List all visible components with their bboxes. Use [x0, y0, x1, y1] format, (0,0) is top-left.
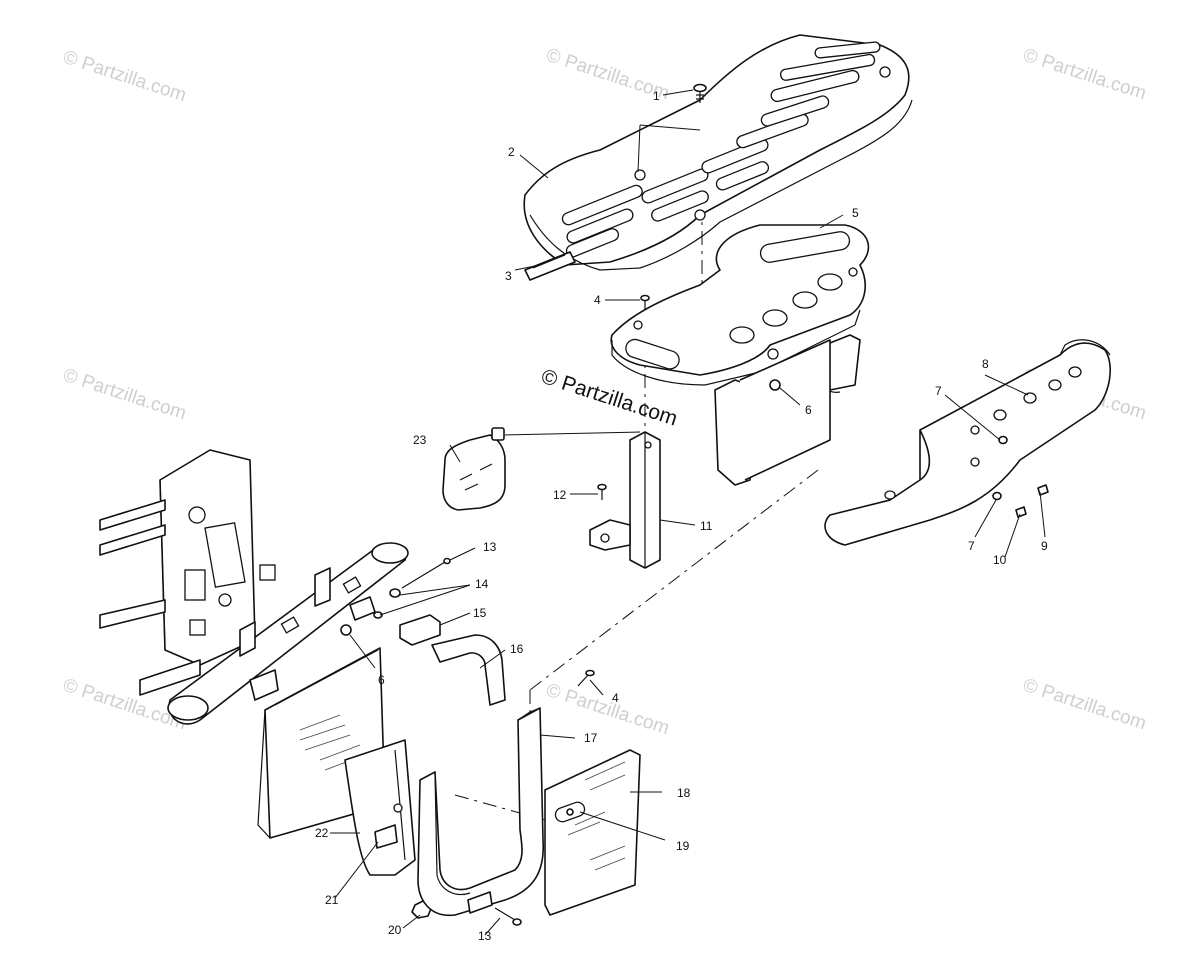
callout-label: 5 — [852, 206, 859, 220]
side-panel — [344, 739, 416, 876]
callout-label: 19 — [676, 839, 690, 853]
screw-1 — [693, 83, 707, 103]
nut-6 — [769, 379, 781, 391]
callout-label: 8 — [982, 357, 989, 371]
callout-label: 13 — [478, 929, 492, 943]
callout-label: 9 — [1041, 539, 1048, 553]
callout-label: 2 — [508, 145, 515, 159]
watermark: © Partzilla.com — [1020, 45, 1148, 105]
callout-label: 4 — [612, 691, 619, 705]
callouts: 1 2 3 4 5 4 6 8 7 23 12 11 9 7 10 13 14 … — [315, 89, 1048, 943]
bolt-13-upper — [401, 557, 451, 589]
latch — [374, 824, 398, 849]
callout-label: 21 — [325, 893, 339, 907]
callout-label: 17 — [584, 731, 598, 745]
callout-label: 6 — [805, 403, 812, 417]
bushing — [349, 588, 401, 621]
callout-label: 11 — [700, 519, 713, 533]
block — [399, 614, 441, 646]
u-bracket — [417, 707, 545, 917]
watermark: © Partzilla.com — [543, 680, 671, 740]
hose — [431, 634, 506, 706]
rack-top — [523, 34, 913, 271]
callout-label: 22 — [315, 826, 329, 840]
bolt-13-lower — [494, 907, 522, 926]
rear-bumper — [824, 339, 1111, 546]
watermark: © Partzilla.com — [1020, 675, 1148, 735]
callout-label: 6 — [378, 673, 385, 687]
callout-label: 7 — [968, 539, 975, 553]
watermark: © Partzilla.com — [60, 365, 188, 425]
callout-label: 13 — [483, 540, 497, 554]
grommet — [554, 801, 586, 823]
leader-lines — [330, 89, 1046, 936]
screw-4 — [577, 294, 650, 687]
side-cover — [544, 749, 641, 916]
callout-label: 23 — [413, 433, 427, 447]
center-watermark: © Partzilla.com — [538, 365, 680, 431]
support-bracket — [589, 431, 661, 569]
callout-label: 12 — [553, 488, 567, 502]
callout-label: 7 — [935, 384, 942, 398]
callout-label: 16 — [510, 642, 524, 656]
tail-light — [442, 427, 506, 511]
callout-label: 15 — [473, 606, 487, 620]
nut-6-lower — [340, 624, 352, 636]
watermark: © Partzilla.com — [60, 47, 188, 107]
callout-label: 4 — [594, 293, 601, 307]
callout-label: 20 — [388, 923, 402, 937]
rack-bracket — [610, 224, 870, 486]
bumper-fasteners — [992, 435, 1049, 518]
callout-label: 1 — [653, 89, 660, 103]
callout-label: 3 — [505, 269, 512, 283]
callout-label: 10 — [993, 553, 1007, 567]
screw-12 — [597, 483, 607, 500]
callout-label: 18 — [677, 786, 691, 800]
callout-label: 14 — [475, 577, 489, 591]
frame — [99, 449, 409, 725]
